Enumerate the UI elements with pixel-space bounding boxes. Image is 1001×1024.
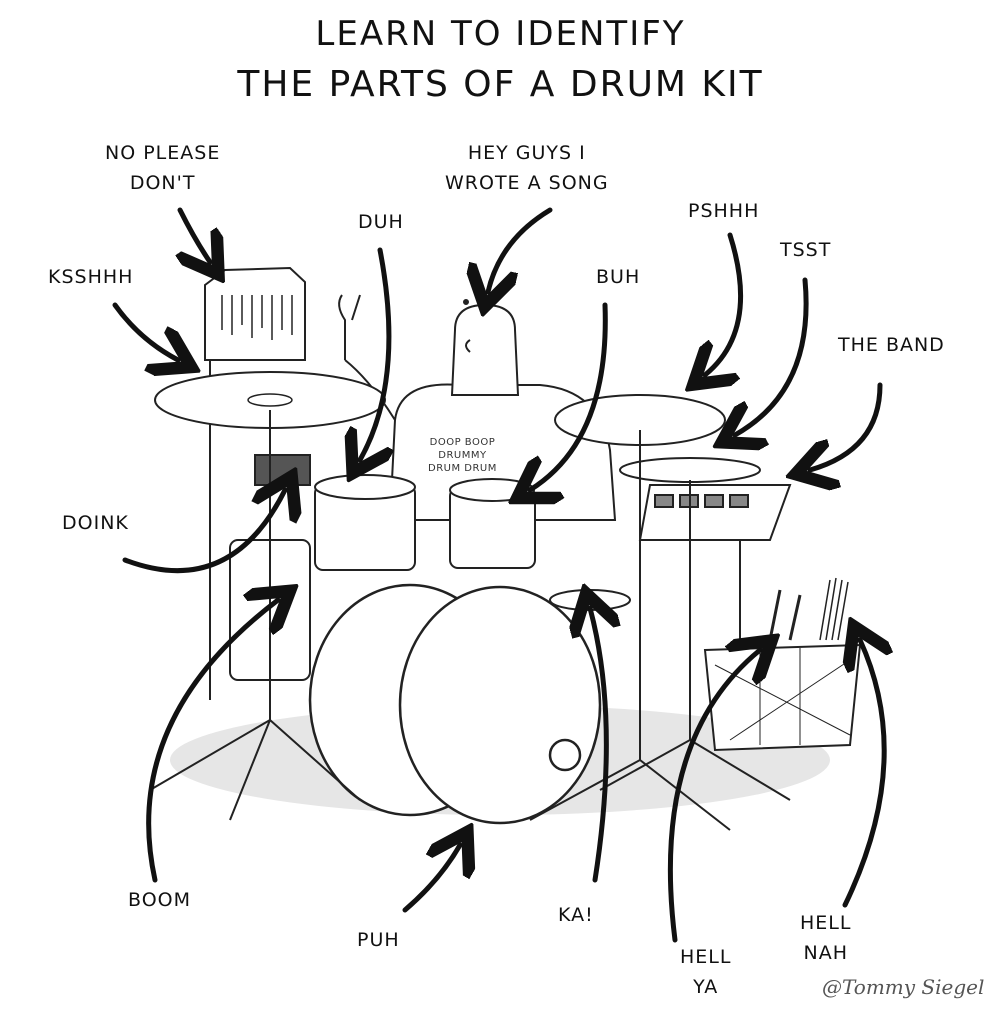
sample-pad (638, 484, 792, 541)
label-duh: DUH (358, 211, 404, 233)
arrow-hell-nah (845, 640, 884, 908)
arrow-duh (360, 247, 389, 460)
label-boom: BOOM (128, 889, 192, 911)
arrow-hey-guys (488, 207, 553, 292)
label-puh: PUH (357, 929, 400, 951)
arrow-no-please (180, 207, 210, 262)
arrow-buh (530, 302, 608, 490)
label-tsst: TSST (780, 239, 832, 261)
wind-chimes (204, 266, 306, 700)
label-hey-guys: HEY GUYS I WROTE A SONG (445, 142, 609, 194)
arrow-doink (122, 490, 285, 574)
title-line-2: THE PARTS OF A DRUM KIT (237, 64, 764, 105)
arrow-pshhh (705, 232, 744, 375)
shirt-text: DOOP BOOP DRUMMY DRUM DRUM (428, 437, 497, 474)
cowbell (254, 454, 311, 486)
label-no-please: NO PLEASE DON'T (105, 142, 221, 194)
bass-drum (308, 583, 602, 825)
title-line-1: LEARN TO IDENTIFY (315, 14, 686, 54)
arrow-ksshhh (112, 302, 178, 360)
label-arrows (112, 207, 884, 943)
label-the-band: THE BAND (838, 334, 945, 356)
stick-basket (703, 577, 862, 752)
stands (149, 410, 791, 831)
arrow-puh (402, 845, 460, 913)
label-doink: DOINK (62, 512, 129, 534)
label-pshhh: PSHHH (688, 200, 760, 222)
label-hell-ya: HELL YA (680, 946, 732, 998)
label-ka: KA! (558, 904, 594, 926)
arrow-the-band (810, 382, 883, 470)
arrow-ka (590, 608, 606, 883)
arrow-boom (146, 600, 278, 883)
label-hell-nah: HELL NAH (800, 912, 852, 964)
artist-signature: @Tommy Siegel (822, 975, 985, 999)
arrow-tsst (735, 277, 809, 435)
label-ksshhh: KSSHHH (48, 266, 134, 288)
arrow-hell-ya (667, 650, 760, 943)
label-buh: BUH (596, 266, 641, 288)
